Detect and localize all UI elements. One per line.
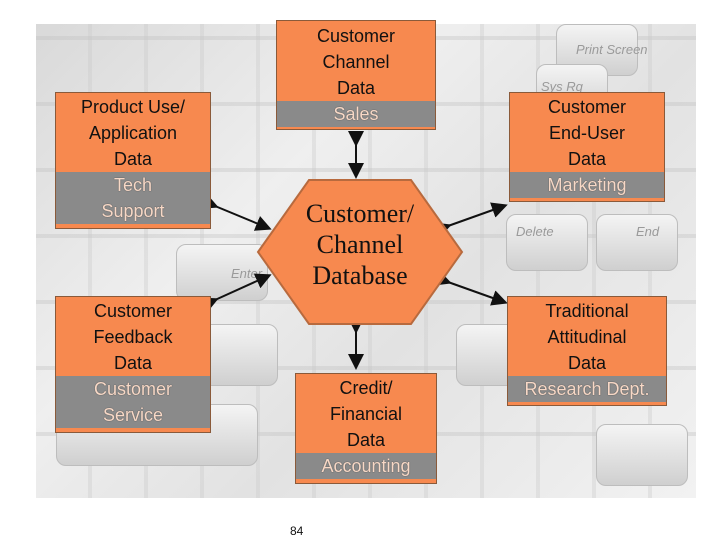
arrow-top-right	[434, 202, 508, 238]
node-research-dept-line-2: Attitudinal	[547, 327, 627, 347]
arrow-bottom-left	[200, 273, 272, 313]
dept-label-accounting: Accounting	[296, 453, 436, 479]
keyboard-key	[506, 214, 588, 271]
node-sales-line-1: Customer	[316, 26, 396, 46]
node-accounting-line-3: Data	[346, 430, 386, 450]
dept-label-customer-service-2: Service	[56, 402, 210, 428]
key-label-end: End	[636, 224, 660, 239]
center-label-line-1: Customer/	[305, 199, 415, 228]
node-tech-support-line-1: Product Use/	[80, 97, 186, 117]
node-accounting: Credit/ Financial Data Accounting	[295, 373, 437, 484]
node-sales: Customer Channel Data Sales	[276, 20, 436, 130]
node-research-dept-line-3: Data	[567, 353, 607, 373]
node-accounting-line-2: Financial	[329, 404, 403, 424]
center-database-node: Customer/ Channel Database	[254, 178, 466, 326]
dept-label-sales: Sales	[277, 101, 435, 127]
node-marketing-line-2: End-User	[548, 123, 626, 143]
dept-label-customer-service-1: Customer	[56, 376, 210, 402]
keyboard-key	[596, 214, 678, 271]
dept-label-research-dept: Research Dept.	[508, 376, 666, 402]
hexagon-shape	[256, 179, 464, 325]
node-marketing: Customer End-User Data Marketing	[509, 92, 665, 202]
node-marketing-line-3: Data	[567, 149, 607, 169]
dept-label-tech-support-1: Tech	[56, 172, 210, 198]
node-customer-service-line-1: Customer	[93, 301, 173, 321]
node-sales-line-3: Data	[336, 78, 376, 98]
node-research-dept: Traditional Attitudinal Data Research De…	[507, 296, 667, 406]
dept-label-marketing: Marketing	[510, 172, 664, 198]
key-label-sys-rq: Sys Rq	[541, 79, 583, 94]
node-accounting-line-1: Credit/	[339, 378, 393, 398]
center-label: Customer/ Channel Database	[254, 198, 466, 291]
node-research-dept-line-1: Traditional	[545, 301, 629, 321]
node-sales-line-2: Channel	[322, 52, 390, 72]
node-tech-support-line-2: Application	[88, 123, 178, 143]
center-label-line-2: Channel	[316, 230, 404, 259]
center-label-line-3: Database	[312, 261, 408, 290]
key-label-print-screen: Print Screen	[576, 42, 648, 57]
node-tech-support: Product Use/ Application Data Tech Suppo…	[55, 92, 211, 229]
arrow-bottom-right	[434, 270, 508, 306]
node-customer-service-line-3: Data	[113, 353, 153, 373]
keyboard-key	[596, 424, 688, 486]
dept-label-tech-support-2: Support	[56, 198, 210, 224]
node-tech-support-line-3: Data	[113, 149, 153, 169]
node-marketing-line-1: Customer	[547, 97, 627, 117]
page-number: 84	[290, 524, 304, 538]
key-label-delete: Delete	[516, 224, 554, 239]
node-customer-service: Customer Feedback Data Customer Service	[55, 296, 211, 433]
node-customer-service-line-2: Feedback	[93, 327, 173, 347]
arrow-top-left	[200, 194, 272, 231]
